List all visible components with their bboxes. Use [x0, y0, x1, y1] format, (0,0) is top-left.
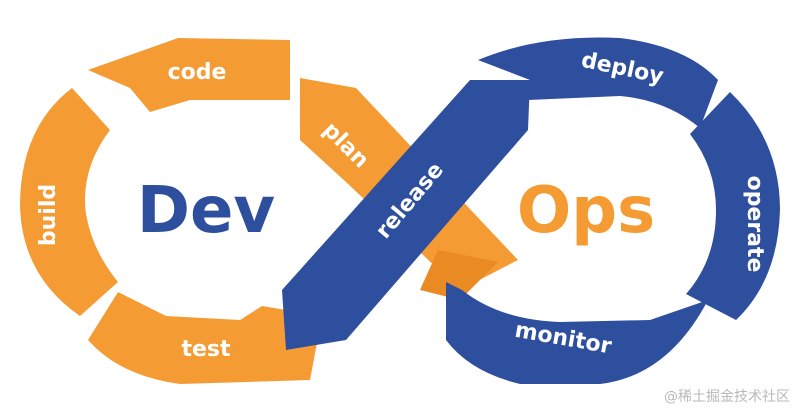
segment-code	[88, 38, 290, 112]
segment-deploy	[478, 37, 718, 128]
segment-monitor	[446, 282, 708, 384]
segment-plan-tail	[420, 250, 498, 300]
label-code: code	[168, 60, 227, 85]
label-build: build	[36, 184, 61, 246]
ops-loop	[282, 37, 780, 384]
label-operate: operate	[742, 176, 767, 273]
dev-word: Dev	[137, 174, 275, 248]
segment-test	[88, 292, 322, 384]
label-test: test	[181, 337, 231, 362]
segment-build	[20, 88, 118, 316]
segment-operate	[686, 92, 780, 320]
watermark-text: @稀土掘金技术社区	[664, 389, 790, 405]
ops-word: Ops	[517, 174, 655, 248]
segment-release	[282, 80, 530, 350]
